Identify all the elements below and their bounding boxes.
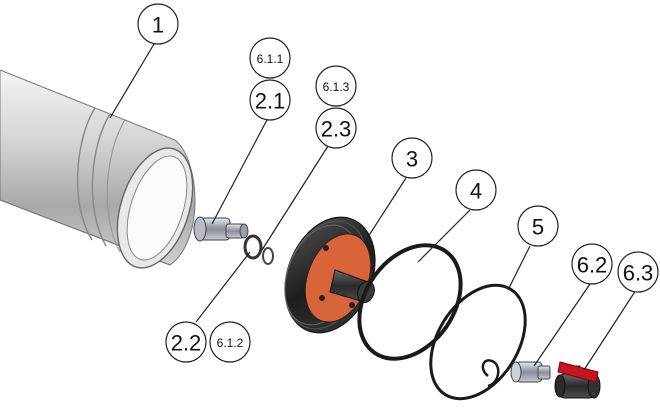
callout-6-2: 6.2 bbox=[571, 243, 613, 285]
callout-3: 3 bbox=[391, 137, 433, 179]
adapter-fitting-part bbox=[193, 216, 249, 242]
callout-2-2: 2.2 bbox=[165, 321, 207, 363]
callout-2-1: 2.1 bbox=[249, 79, 291, 121]
svg-text:2.1: 2.1 bbox=[255, 89, 286, 114]
callout-6-1-1: 6.1.1 bbox=[249, 37, 291, 79]
callout-4: 4 bbox=[455, 169, 497, 211]
leader-lines bbox=[109, 43, 637, 371]
svg-text:5: 5 bbox=[532, 215, 544, 240]
callout-6-1-2: 6.1.2 bbox=[209, 321, 251, 363]
svg-text:6.1.2: 6.1.2 bbox=[217, 336, 244, 350]
svg-text:6.1.3: 6.1.3 bbox=[323, 80, 350, 94]
large-oring-part bbox=[357, 243, 463, 361]
svg-text:2.3: 2.3 bbox=[321, 117, 352, 142]
svg-text:6.2: 6.2 bbox=[577, 253, 608, 278]
svg-text:1: 1 bbox=[152, 13, 164, 38]
svg-text:6.3: 6.3 bbox=[623, 261, 654, 286]
svg-text:6.1.1: 6.1.1 bbox=[257, 52, 284, 66]
pressure-tube-part bbox=[0, 69, 196, 269]
svg-text:3: 3 bbox=[406, 147, 418, 172]
callout-5: 5 bbox=[517, 205, 559, 247]
callout-6-1-3: 6.1.3 bbox=[315, 65, 357, 107]
svg-text:2.2: 2.2 bbox=[171, 331, 202, 356]
callout-1: 1 bbox=[137, 3, 179, 45]
small-oring-inner-part bbox=[262, 247, 274, 265]
small-oring-part bbox=[243, 234, 263, 260]
retaining-ring-part bbox=[429, 283, 527, 401]
callout-6-3: 6.3 bbox=[617, 251, 659, 293]
callout-2-3: 2.3 bbox=[315, 107, 357, 149]
ball-valve-part bbox=[554, 361, 601, 399]
nipple-fitting-part bbox=[510, 361, 551, 383]
svg-text:4: 4 bbox=[470, 179, 482, 204]
